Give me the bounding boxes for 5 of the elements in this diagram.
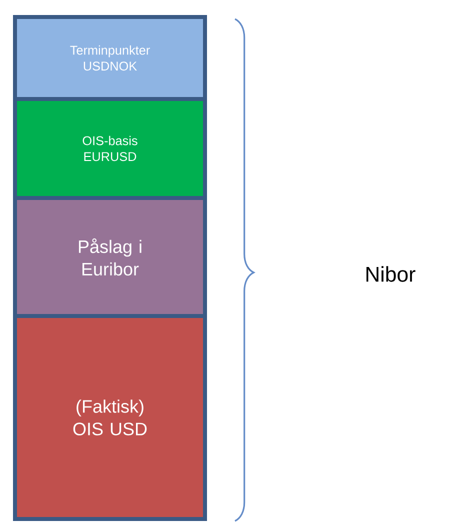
stack-box: Terminpunkter USDNOK bbox=[13, 15, 207, 101]
stack-box: Påslag i Euribor bbox=[13, 196, 207, 318]
stack-box: OIS-basis EURUSD bbox=[13, 97, 207, 200]
stack-box: (Faktisk) OIS USD bbox=[13, 314, 207, 521]
brace-label: Nibor bbox=[366, 266, 416, 282]
